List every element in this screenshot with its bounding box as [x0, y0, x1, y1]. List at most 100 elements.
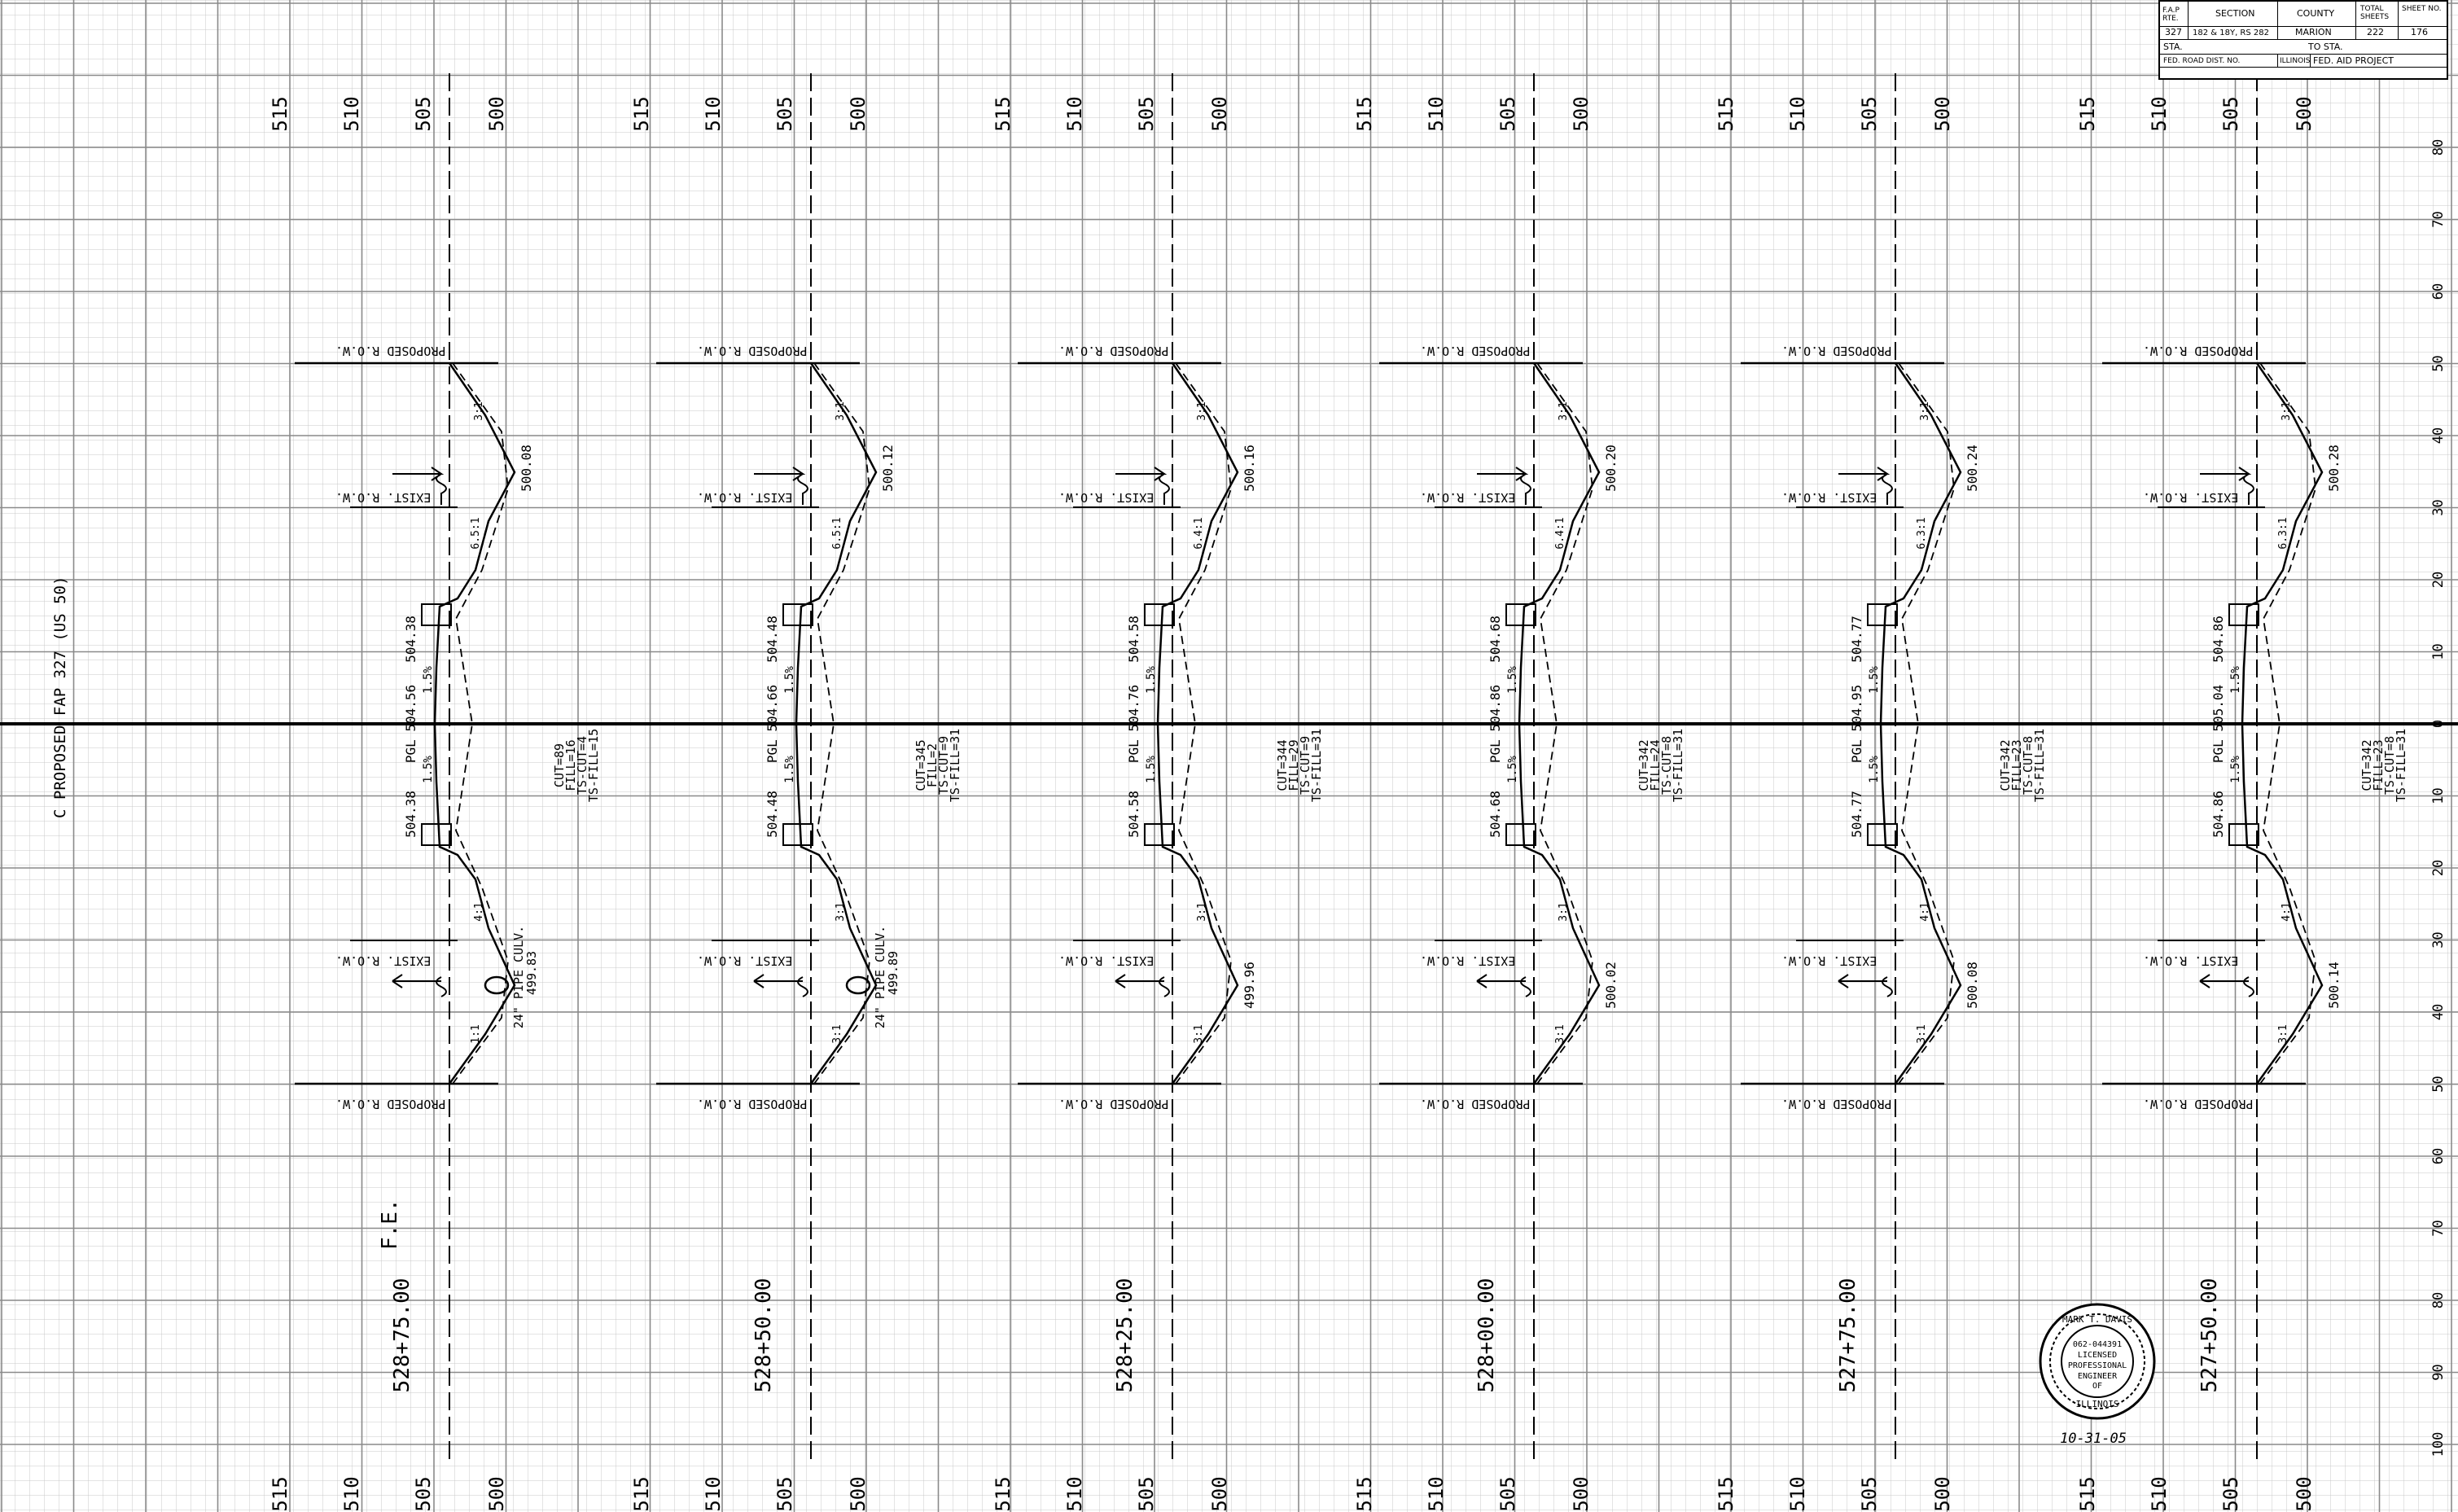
crown-slope-label: 1.5%	[1868, 666, 1881, 694]
slope-label: 3:1	[1193, 1024, 1205, 1043]
offset-label: 20	[2430, 860, 2447, 876]
quantity-label: CUT=342	[1636, 739, 1651, 791]
crown-slope-label: 1.5%	[2229, 666, 2242, 694]
offset-label: 10	[2430, 787, 2447, 804]
elevation-label: 510	[2148, 96, 2171, 131]
slope-label: 3:1	[1558, 902, 1570, 921]
elevation-label: 510	[1425, 96, 1448, 131]
elevation-label: 515	[1715, 1476, 1737, 1511]
offset-label: 30	[2430, 499, 2447, 515]
offset-label: 40	[2430, 427, 2447, 444]
engineer-seal: MARK T. DAVIS 062-044391 LICENSED PROFES…	[2039, 1303, 2156, 1447]
elevation-label: 510	[1425, 1476, 1448, 1511]
drainage-arrow	[1838, 974, 1893, 997]
drainage-arrow	[753, 974, 808, 997]
culvert-pipe	[484, 975, 510, 995]
slope-label: 3:1	[1196, 401, 1208, 420]
offset-label: 70	[2430, 1220, 2447, 1236]
edge-elevation: 504.86	[2210, 616, 2226, 663]
drainage-arrow	[1476, 974, 1531, 997]
elevation-label: 500	[2293, 96, 2316, 131]
crown-slope-label: 1.5%	[783, 756, 796, 783]
quantity-label: FILL=16	[563, 739, 578, 791]
tb-fap-rte-header: F.A.P RTE.	[2162, 7, 2180, 23]
offset-label: 50	[2430, 355, 2447, 371]
tb-fap-rte-value: 327	[2165, 27, 2182, 37]
elevation-label: 510	[1063, 1476, 1086, 1511]
proposed-row-label: PROPOSED R.O.W.	[1058, 344, 1168, 358]
slope-label: 3:1	[2277, 1024, 2289, 1043]
ditch-elevation: 500.08	[519, 445, 534, 492]
existing-row-label: EXIST. R.O.W.	[2143, 490, 2238, 505]
seal-state: ILLINOIS	[2076, 1399, 2119, 1409]
offset-label: 60	[2430, 283, 2447, 300]
quantity-label: TS-CUT=4	[575, 736, 589, 795]
existing-row-label: EXIST. R.O.W.	[1420, 953, 1515, 968]
slope-label: 3:1	[1919, 401, 1931, 420]
ditch-elevation: 500.12	[880, 445, 896, 492]
edge-elevation: 504.58	[1126, 616, 1141, 663]
slope-label: 6.5:1	[470, 517, 482, 549]
elevation-label: 505	[1135, 1476, 1158, 1511]
ditch-elevation: 500.02	[1603, 962, 1619, 1009]
slope-label: 3:1	[831, 1024, 843, 1043]
tb-to-sta-label: TO STA.	[2308, 42, 2343, 52]
proposed-row-label: PROPOSED R.O.W.	[697, 1097, 807, 1111]
curb-box	[421, 823, 452, 846]
quantity-label: CUT=342	[1998, 739, 2013, 791]
existing-row-label: EXIST. R.O.W.	[2143, 953, 2238, 968]
slope-label: 6.3:1	[2277, 517, 2289, 549]
existing-row-label: EXIST. R.O.W.	[335, 953, 431, 968]
tb-sheet-no-header: SHEET NO.	[2402, 5, 2442, 13]
quantity-label: TS-CUT=9	[936, 736, 951, 795]
offset-label: 90	[2430, 1364, 2447, 1380]
fe-label: F.E.	[378, 1199, 402, 1250]
offset-label: 80	[2430, 139, 2447, 156]
proposed-row-label: PROPOSED R.O.W.	[1781, 1097, 1891, 1111]
seal-number: 062-044391	[2073, 1340, 2122, 1349]
offset-label: 20	[2430, 572, 2447, 588]
crown-slope-label: 1.5%	[2229, 756, 2242, 783]
seal-line4: OF	[2092, 1382, 2102, 1391]
quantity-label: FILL=29	[1286, 739, 1301, 791]
elevation-label: 505	[1858, 96, 1881, 131]
proposed-row-label: PROPOSED R.O.W.	[2143, 1097, 2253, 1111]
curb-box	[2228, 823, 2259, 846]
curb-box	[421, 603, 452, 626]
tb-county-header: COUNTY	[2297, 8, 2335, 19]
ditch-elevation: 500.28	[2326, 445, 2342, 492]
quantity-label: TS-FILL=31	[1671, 729, 1685, 802]
drainage-arrow	[392, 974, 447, 997]
existing-row-label: EXIST. R.O.W.	[1058, 490, 1154, 505]
ditch-elevation: 500.20	[1603, 445, 1619, 492]
quantity-label: CUT=345	[914, 739, 928, 791]
existing-ground	[1898, 362, 1955, 1085]
elevation-label: 500	[1931, 1476, 1954, 1511]
culvert-pipe	[845, 975, 871, 995]
elevation-label: 505	[2219, 96, 2242, 131]
elevation-label: 515	[269, 1476, 291, 1511]
quantity-label: TS-FILL=31	[2032, 729, 2047, 802]
elevation-label: 515	[2076, 96, 2099, 131]
offset-label: 80	[2430, 1292, 2447, 1308]
slope-label: 4:1	[2281, 902, 2293, 921]
title-block: F.A.P RTE. SECTION COUNTY TOTAL SHEETS S…	[2158, 0, 2448, 80]
tb-section-header: SECTION	[2215, 8, 2255, 19]
tb-fed-road-label: FED. ROAD DIST. NO.	[2163, 57, 2241, 65]
elevation-label: 515	[1353, 1476, 1376, 1511]
crown-slope-label: 1.5%	[1506, 756, 1519, 783]
drainage-arrow	[1115, 467, 1170, 505]
elevation-label: 510	[2148, 1476, 2171, 1511]
quantity-label: CUT=89	[552, 743, 567, 787]
crown-slope-label: 1.5%	[422, 666, 435, 694]
tb-section-value: 182 & 18Y, RS 282	[2193, 28, 2269, 37]
existing-row-label: EXIST. R.O.W.	[697, 490, 792, 505]
offset-label: 70	[2430, 211, 2447, 227]
slope-label: 3:1	[1916, 1024, 1928, 1043]
crown-slope-label: 1.5%	[1145, 666, 1158, 694]
ditch-elevation: 500.16	[1242, 445, 1257, 492]
